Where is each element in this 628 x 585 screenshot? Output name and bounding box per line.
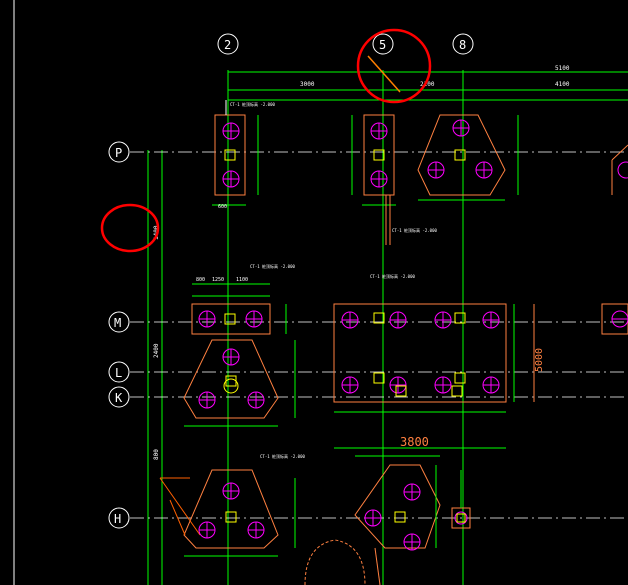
pile-cap-right-m bbox=[601, 303, 628, 335]
pile-cap-right-p bbox=[611, 144, 628, 195]
pile-cap-8p[interactable] bbox=[417, 114, 519, 201]
axis-bubble-row-l[interactable]: L bbox=[108, 361, 130, 383]
svg-text:K: K bbox=[115, 391, 123, 405]
annotation-2m: CT-1 桩顶标高 -2.000 bbox=[250, 263, 295, 269]
pile-cap-2h[interactable] bbox=[159, 469, 296, 557]
annotation-2p: CT-1 桩顶标高 -2.000 bbox=[230, 101, 275, 107]
axis-bubble-col-8[interactable]: 8 bbox=[452, 33, 474, 55]
dim-top-3: 5100 bbox=[555, 65, 570, 72]
svg-text:P: P bbox=[115, 146, 122, 160]
annotation-5m: CT-1 桩顶标高 -2.000 bbox=[370, 273, 415, 279]
highlight-diagonal bbox=[367, 55, 401, 93]
dim-top-4: 4100 bbox=[555, 81, 570, 88]
dim-2m-3: 1100 bbox=[236, 277, 248, 283]
pile-cap-5h[interactable] bbox=[354, 455, 441, 585]
dim-top-1: 3000 bbox=[300, 81, 315, 88]
dim-left-2: 2400 bbox=[153, 343, 160, 358]
axis-bubble-row-h[interactable]: H bbox=[108, 507, 130, 529]
svg-text:8: 8 bbox=[459, 38, 466, 52]
axis-bubble-row-m[interactable]: M bbox=[108, 311, 130, 333]
svg-text:M: M bbox=[114, 316, 121, 330]
axis-bubble-col-5[interactable]: 5 bbox=[372, 33, 394, 55]
annotation-5p: CT-1 桩顶标高 -2.000 bbox=[392, 227, 437, 233]
svg-text:2: 2 bbox=[224, 38, 231, 52]
highlight-circle-left[interactable] bbox=[100, 203, 160, 253]
dim-2p-bottom: 600 bbox=[218, 204, 227, 210]
annotation-2h: CT-1 桩顶标高 -2.000 bbox=[260, 453, 305, 459]
dim-2m-1: 800 bbox=[196, 277, 205, 283]
axis-bubble-row-k[interactable]: K bbox=[108, 386, 130, 408]
svg-text:5: 5 bbox=[379, 38, 386, 52]
top-dimension-chain: 3000 2100 5100 4100 bbox=[228, 65, 628, 101]
pile-cap-2m[interactable]: 800 1250 1100 bbox=[191, 277, 287, 335]
pile-cap-5p[interactable] bbox=[351, 114, 396, 245]
axis-bubble-row-p[interactable]: P bbox=[108, 141, 130, 163]
dim-2m-2: 1250 bbox=[212, 277, 224, 283]
pile-cap-2p[interactable]: 600 bbox=[212, 114, 259, 210]
big-dimension-3800: 3800 bbox=[400, 435, 429, 449]
axis-bubble-col-2[interactable]: 2 bbox=[217, 33, 239, 55]
pile-cap-8h[interactable] bbox=[451, 470, 471, 529]
dim-left-3: 800 bbox=[153, 449, 160, 460]
horizontal-axis-lines bbox=[130, 151, 628, 519]
svg-text:L: L bbox=[115, 366, 122, 380]
left-guide-lines bbox=[147, 70, 464, 585]
pile-cap-large-mk[interactable]: 3800 5000 bbox=[333, 303, 545, 449]
annotation-leaders: CT-1 桩顶标高 -2.000 CT-1 桩顶标高 -2.000 CT-1 桩… bbox=[225, 100, 437, 459]
highlight-circle-col-5[interactable] bbox=[356, 28, 432, 104]
revision-cloud-bottom bbox=[304, 539, 366, 585]
pile-cap-2lk[interactable] bbox=[183, 339, 296, 427]
side-dimension-5000: 5000 bbox=[534, 348, 545, 372]
dim-top-2: 2100 bbox=[420, 81, 435, 88]
svg-text:H: H bbox=[114, 512, 121, 526]
